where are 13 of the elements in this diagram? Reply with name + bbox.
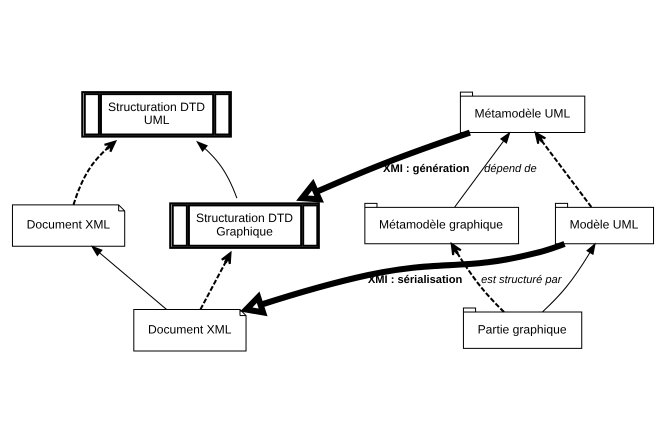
edge-label: dépend de xyxy=(484,162,537,174)
arrow xyxy=(542,242,596,312)
arrow xyxy=(196,140,238,198)
arrow xyxy=(454,131,511,207)
arrow xyxy=(296,129,471,202)
arrow xyxy=(534,131,592,208)
edge-label: est structuré par xyxy=(481,274,562,286)
arrow xyxy=(72,140,116,204)
arrow xyxy=(200,251,232,310)
arrow xyxy=(450,242,505,312)
arrow xyxy=(240,240,566,316)
arrow xyxy=(90,244,167,310)
edge-label: XMI : génération xyxy=(383,162,470,174)
